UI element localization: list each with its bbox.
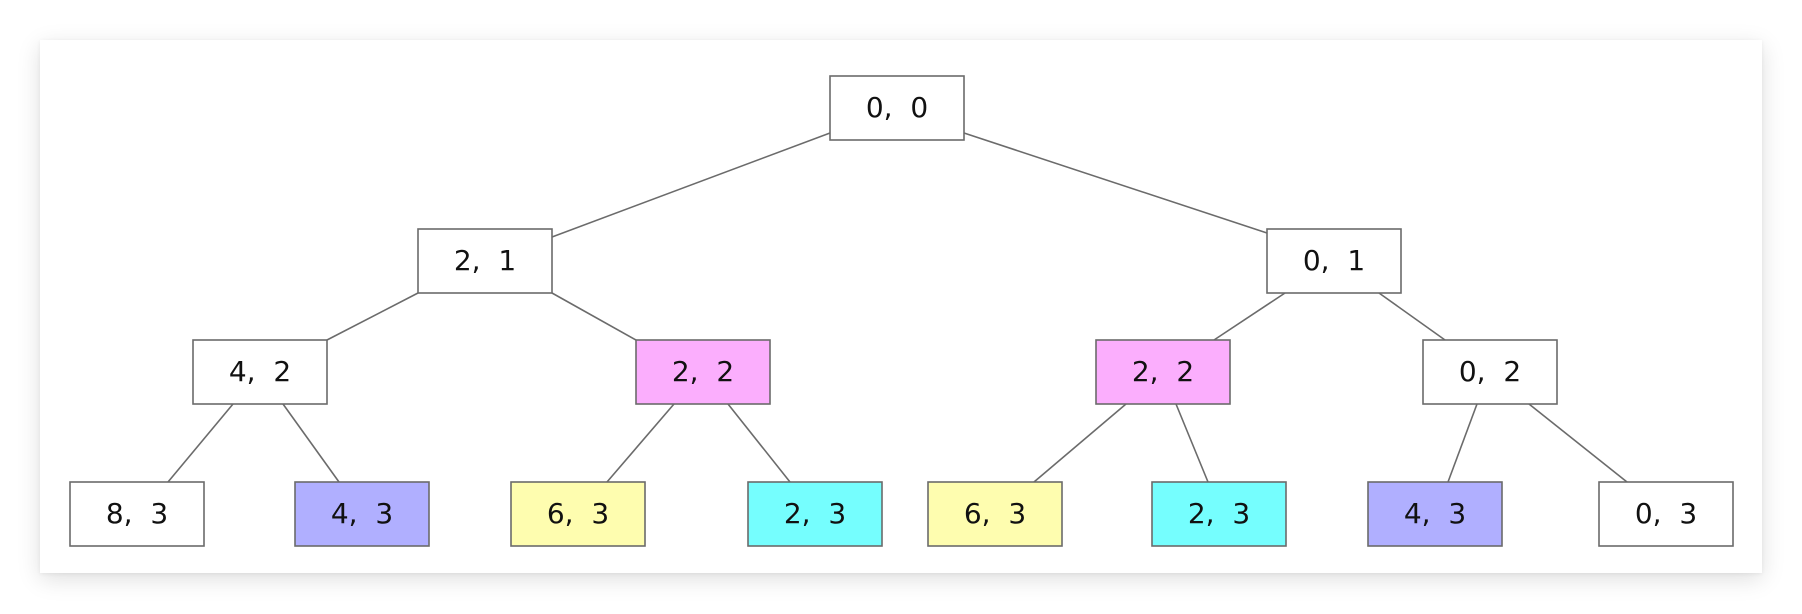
node-layer: 0, 0 2, 1 0, 1 4, 2 2, 2 2, 2 0, 2 8, 3 4, 3 6, 3… [69, 75, 1734, 547]
tree-node: 0, 3 [1598, 481, 1734, 547]
edge-n22b-n23b [1175, 403, 1209, 483]
tree-node: 2, 3 [1151, 481, 1287, 547]
node-label: 2, 3 [1188, 497, 1250, 530]
tree-node: 4, 3 [1367, 481, 1503, 547]
node-label: 0, 2 [1459, 355, 1521, 388]
tree-node: 2, 2 [635, 339, 771, 405]
node-label: 0, 0 [866, 91, 928, 124]
node-box [1367, 481, 1503, 547]
node-box [294, 481, 430, 547]
node-box [1598, 481, 1734, 547]
edge-n21-n22a [551, 292, 637, 341]
tree-node: 6, 3 [510, 481, 646, 547]
node-box [417, 228, 553, 294]
edge-n42-n83 [167, 403, 234, 483]
tree-node: 0, 2 [1422, 339, 1558, 405]
node-box [635, 339, 771, 405]
node-box [927, 481, 1063, 547]
edge-n01-n02 [1378, 292, 1446, 341]
node-label: 4, 3 [1404, 497, 1466, 530]
node-label: 6, 3 [547, 497, 609, 530]
node-label: 0, 3 [1635, 497, 1697, 530]
edge-n42-n43a [282, 403, 340, 483]
node-box [1422, 339, 1558, 405]
tree-node: 4, 3 [294, 481, 430, 547]
tree-node: 2, 2 [1095, 339, 1231, 405]
edge-n02-n03 [1528, 403, 1628, 483]
edge-n22a-n63a [606, 403, 675, 483]
node-label: 6, 3 [964, 497, 1026, 530]
node-label: 2, 1 [454, 244, 516, 277]
node-box [829, 75, 965, 141]
node-label: 0, 1 [1303, 244, 1365, 277]
node-box [1095, 339, 1231, 405]
node-box [1151, 481, 1287, 547]
edge-n00-n21 [551, 132, 831, 238]
edge-n00-n01 [963, 132, 1268, 234]
edge-n22b-n63b [1033, 403, 1127, 483]
edge-layer [167, 132, 1628, 483]
node-box [747, 481, 883, 547]
node-box [1266, 228, 1402, 294]
edge-n02-n43b [1447, 403, 1478, 483]
edge-n01-n22b [1213, 292, 1286, 341]
node-box [192, 339, 328, 405]
node-label: 2, 3 [784, 497, 846, 530]
edge-n22a-n23a [727, 403, 791, 483]
tree-node: 0, 1 [1266, 228, 1402, 294]
tree-node: 4, 2 [192, 339, 328, 405]
node-label: 4, 2 [229, 355, 291, 388]
node-box [510, 481, 646, 547]
node-label: 4, 3 [331, 497, 393, 530]
tree-node: 2, 3 [747, 481, 883, 547]
tree-node: 6, 3 [927, 481, 1063, 547]
tree-node: 0, 0 [829, 75, 965, 141]
tree-node: 8, 3 [69, 481, 205, 547]
node-label: 2, 2 [672, 355, 734, 388]
edge-n21-n42 [326, 292, 419, 341]
tree-node: 2, 1 [417, 228, 553, 294]
node-label: 2, 2 [1132, 355, 1194, 388]
node-label: 8, 3 [106, 497, 168, 530]
node-box [69, 481, 205, 547]
